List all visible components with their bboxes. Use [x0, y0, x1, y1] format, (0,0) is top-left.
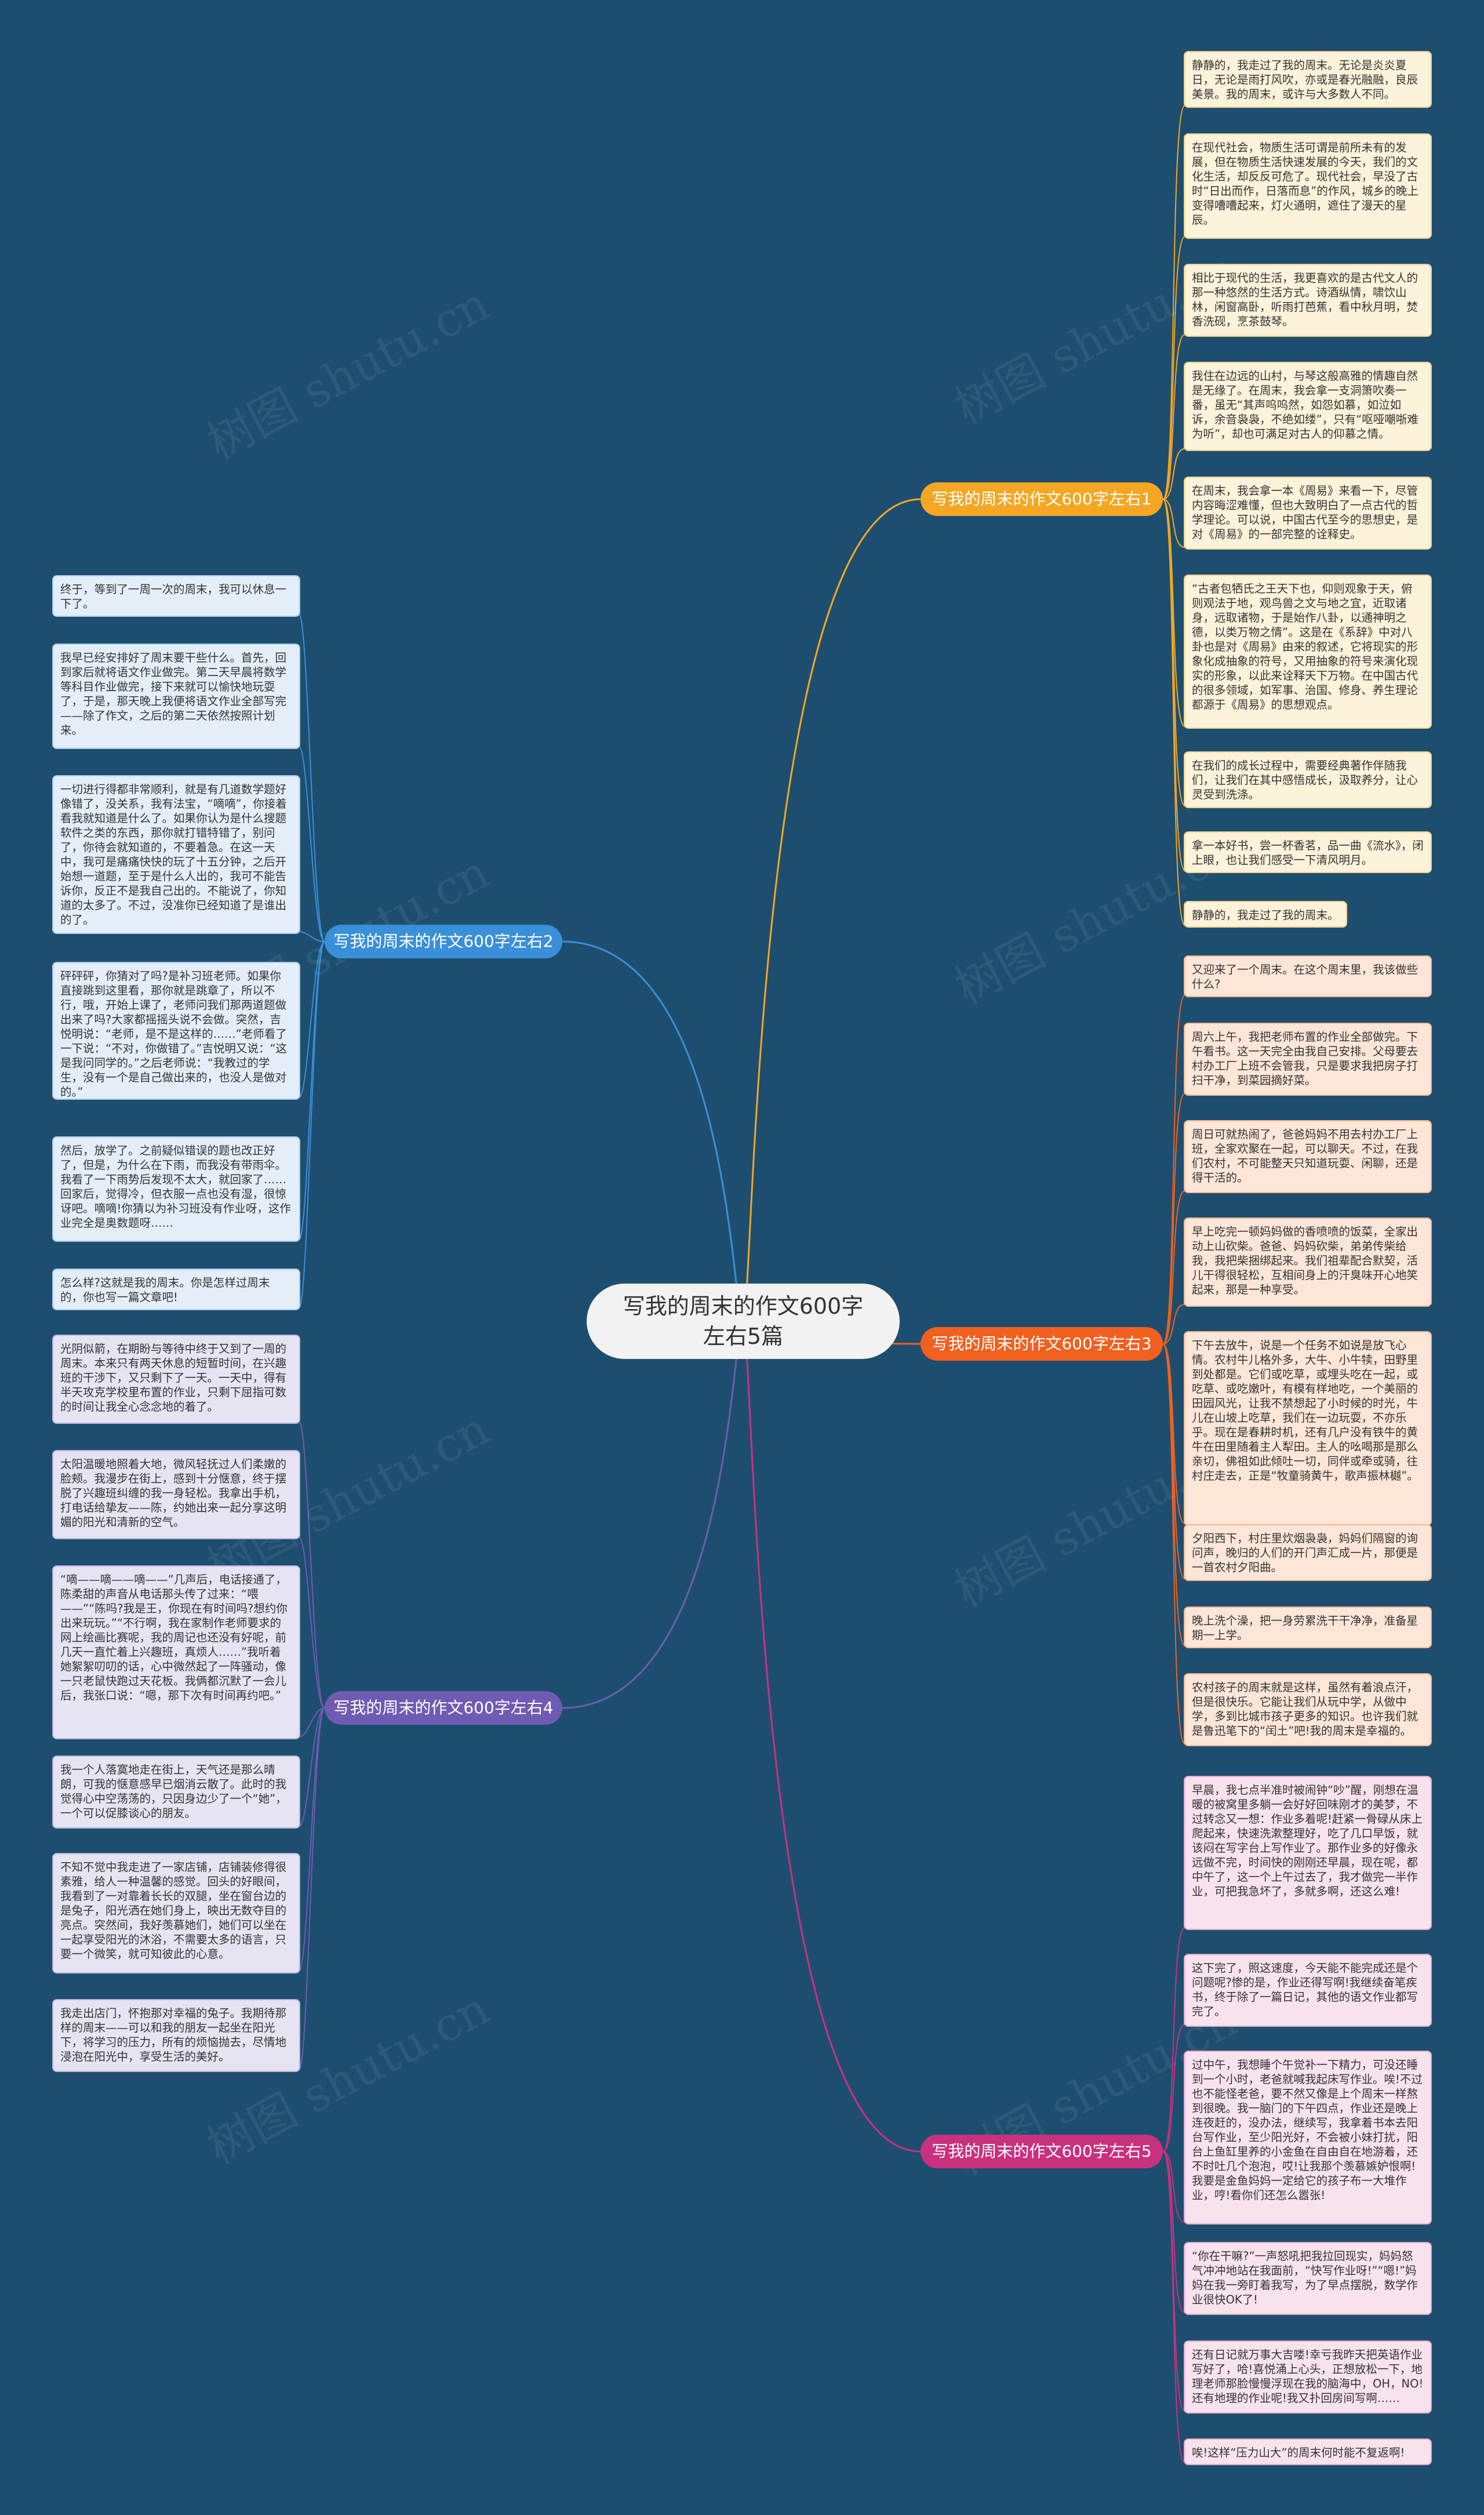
branch-3-leaf-connector — [1162, 1343, 1185, 1647]
branch-4-leaf[interactable]: “嘀——嘀——嘀——”几声后，电话接通了，陈柔甜的声音从电话那头传了过来：“喂—… — [52, 1565, 300, 1739]
branch-3-leaf[interactable]: 晚上洗个澡，把一身劳累洗干干净净，准备星期一上学。 — [1184, 1607, 1432, 1648]
branch-2-leaf-connector — [299, 746, 325, 942]
branch-2-leaf[interactable]: 怎么样?这就是我的周末。你是怎样过周末的，你也写一篇文章吧! — [52, 1269, 300, 1310]
branch-3-leaf-connector — [1162, 1343, 1185, 1744]
branch-2-leaf[interactable]: 一切进行得都非常顺利，就是有几道数学题好像错了，没关系，我有法宝，“嘀嘀”，你接… — [52, 775, 300, 934]
branch-3-leaf[interactable]: 早上吃完一顿妈妈做的香喷喷的饭菜，全家出动上山砍柴。爸爸、妈妈砍柴，弟弟传柴给我… — [1184, 1217, 1432, 1307]
branch-topic-5[interactable]: 写我的周末的作文600字左右5 — [921, 2135, 1163, 2168]
branch-1-leaf[interactable]: “古者包牺氏之王天下也，仰则观象于天，俯则观法于地，观鸟兽之文与地之宜，近取诸身… — [1184, 575, 1432, 729]
branch-5-leaf[interactable]: “你在干嘛?”一声怒吼把我拉回现实，妈妈怒气冲冲地站在我面前，“快写作业呀!”“… — [1184, 2242, 1432, 2315]
branch-4-leaf[interactable]: 太阳温暖地照着大地，微风轻抚过人们柔嫩的脸颊。我漫步在街上，感到十分惬意，终于摆… — [52, 1450, 300, 1539]
branch-4-leaf[interactable]: 不知不觉中我走进了一家店铺，店铺装修得很素雅，给人一种温馨的感觉。回头的好眼间，… — [52, 1853, 300, 1974]
branch-4-leaf-connector — [299, 1707, 325, 2070]
branch-5-leaf[interactable]: 唉!这样“压力山大”的周末何时能不复返啊! — [1184, 2438, 1432, 2465]
branch-3-leaf[interactable]: 周六上午，我把老师布置的作业全部做完。下午看书。这一天完全由我自己安排。父母要去… — [1184, 1023, 1432, 1096]
center-to-branch-1-line — [742, 498, 921, 1322]
branch-5-leaf-connector — [1162, 2151, 1185, 2463]
branch-1-leaf[interactable]: 静静的，我走过了我的周末。无论是炎炎夏日，无论是雨打风吹，亦或是春光融融，良辰美… — [1184, 51, 1432, 108]
branch-1-leaf-connector — [1162, 105, 1185, 500]
branch-1-leaf[interactable]: 相比于现代的生活，我更喜欢的是古代文人的那一种悠然的生活方式。诗酒纵情，啸饮山林… — [1184, 264, 1432, 337]
branch-4-leaf[interactable]: 我走出店门，怀抱那对幸福的兔子。我期待那样的周末——可以和我的朋友一起坐在阳光下… — [52, 1999, 300, 2072]
branch-3-leaf[interactable]: 夕阳西下，村庄里炊烟袅袅，妈妈们隔窗的询问声，晚归的人们的开门声汇成一片，那便是… — [1184, 1524, 1432, 1581]
branch-3-leaf-connector — [1162, 1093, 1185, 1344]
branch-topic-2[interactable]: 写我的周末的作文600字左右2 — [325, 925, 562, 958]
branch-4-leaf-connector — [299, 1707, 325, 1827]
branch-1-leaf-connector — [1162, 499, 1185, 871]
branch-3-leaf[interactable]: 又迎来了一个周末。在这个周末里，我该做些什么? — [1184, 955, 1432, 997]
branch-4-leaf-connector — [299, 1707, 325, 1972]
branch-5-leaf-connector — [1162, 1927, 1185, 2152]
branch-3-leaf[interactable]: 农村孩子的周末就是这样，虽然有着浪点汗，但是很快乐。它能让我们从玩中学，从做中学… — [1184, 1673, 1432, 1746]
branch-4-leaf-connector — [299, 1707, 325, 1738]
branch-2-leaf-connector — [299, 614, 325, 942]
branch-1-leaf[interactable]: 拿一本好书，尝一杯香茗，品一曲《流水》，闭上眼，也让我们感受一下清风明月。 — [1184, 831, 1432, 873]
branch-3-leaf-connector — [1162, 994, 1185, 1344]
branch-5-leaf-connector — [1162, 2024, 1185, 2152]
branch-5-leaf-connector — [1162, 2151, 1185, 2313]
branch-1-leaf[interactable]: 我住在边远的山村，与琴这般高雅的情趣自然是无缘了。在周末，我会拿一支洞箫吹奏一番… — [1184, 362, 1432, 451]
branch-2-leaf[interactable]: 我早已经安排好了周末要干些什么。首先，回到家后就将语文作业做完。第二天早晨将数学… — [52, 644, 300, 749]
branch-1-leaf-connector — [1162, 499, 1185, 548]
branch-3-leaf[interactable]: 周日可就热闹了，爸爸妈妈不用去村办工厂上班，全家欢聚在一起，可以聊天。不过，在我… — [1184, 1120, 1432, 1193]
branch-1-leaf[interactable]: 静静的，我走过了我的周末。 — [1184, 901, 1347, 928]
center-to-branch-2-line — [562, 940, 744, 1322]
branch-3-leaf[interactable]: 下午去放牛，说是一个任务不如说是放飞心情。农村牛儿格外多，大牛、小牛犊，田野里到… — [1184, 1331, 1432, 1526]
branch-topic-3[interactable]: 写我的周末的作文600字左右3 — [921, 1327, 1163, 1361]
branch-1-leaf-connector — [1162, 448, 1185, 500]
branch-4-leaf-connector — [299, 1536, 325, 1709]
branch-1-leaf[interactable]: 在周末，我会拿一本《周易》来看一下，尽管内容晦涩难懂，但也大致明白了一点古代的哲… — [1184, 477, 1432, 550]
branch-4-leaf-connector — [299, 1421, 325, 1709]
center-to-branch-4-line — [562, 1320, 744, 1709]
branch-5-leaf[interactable]: 这下完了，照这速度，今天能不能完成还是个问题呢?惨的是，作业还得写啊!我继续奋笔… — [1184, 1954, 1432, 2027]
branch-2-leaf-connector — [299, 941, 325, 1309]
central-topic[interactable]: 写我的周末的作文600字左右5篇 — [587, 1284, 900, 1359]
branch-1-leaf[interactable]: 在现代社会，物质生活可谓是前所未有的发展，但在物质生活快速发展的今天，我们的文化… — [1184, 133, 1432, 239]
branch-2-leaf-connector — [299, 941, 325, 1098]
branch-2-leaf[interactable]: 然后，放学了。之前疑似错误的题也改正好了，但是，为什么在下雨，而我没有带雨伞。我… — [52, 1136, 300, 1242]
branch-1-leaf-connector — [1162, 236, 1185, 500]
branch-5-leaf-connector — [1162, 2151, 1185, 2223]
branch-5-leaf[interactable]: 早晨，我七点半准时被闹钟“吵”醒，刚想在温暖的被窝里多躺一会好好回味刚才的美梦，… — [1184, 1776, 1432, 1930]
branch-3-leaf-connector — [1162, 1343, 1185, 1579]
branch-1-leaf[interactable]: 在我们的成长过程中，需要经典著作伴随我们，让我们在其中感悟成长，汲取养分，让心灵… — [1184, 751, 1432, 808]
branch-5-leaf[interactable]: 过中午，我想睡个午觉补一下精力，可没还睡到一个小时，老爸就喊我起床写作业。唉!不… — [1184, 2051, 1432, 2225]
branch-3-leaf-connector — [1162, 1190, 1185, 1344]
central-topic-title: 写我的周末的作文600字左右5篇 — [623, 1293, 864, 1349]
center-to-branch-5-line — [742, 1320, 921, 2153]
branch-topic-1[interactable]: 写我的周末的作文600字左右1 — [921, 482, 1163, 516]
branch-topic-4[interactable]: 写我的周末的作文600字左右4 — [325, 1691, 562, 1725]
branch-2-leaf[interactable]: 终于，等到了一周一次的周末，我可以休息一下了。 — [52, 575, 300, 617]
branch-1-leaf-connector — [1162, 499, 1185, 727]
branch-4-leaf[interactable]: 光阴似箭，在期盼与等待中终于又到了一周的周末。本来只有两天休息的短暂时间，在兴趣… — [52, 1335, 300, 1424]
branch-2-leaf-connector — [299, 931, 325, 942]
branch-4-leaf[interactable]: 我一个人落寞地走在街上，天气还是那么晴朗，可我的惬意感早已烟消云散了。此时的我觉… — [52, 1756, 300, 1829]
branch-3-leaf-connector — [1162, 1304, 1185, 1344]
branch-5-leaf[interactable]: 还有日记就万事大吉喽!幸亏我昨天把英语作业写好了，哈!喜悦涌上心头，正想放松一下… — [1184, 2340, 1432, 2414]
branch-1-leaf-connector — [1162, 499, 1185, 926]
branch-1-leaf-connector — [1162, 334, 1185, 500]
branch-2-leaf[interactable]: 砰砰砰，你猜对了吗?是补习班老师。如果你直接跳到这里看，那你就是跳章了，所以不行… — [52, 962, 300, 1100]
